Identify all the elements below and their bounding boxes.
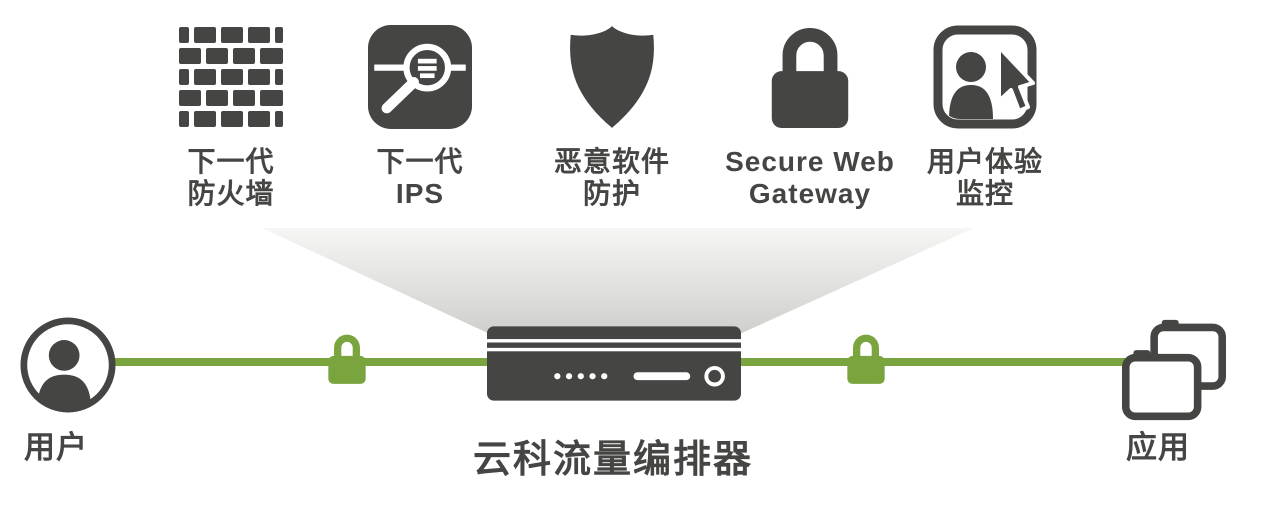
green-padlock-icon [324,330,370,386]
service-label: 恶意软件 防护 [554,146,670,210]
service-label-line2: 防护 [582,177,641,209]
funnel-shape [262,228,974,334]
shield-icon [570,26,654,128]
service-label-line1: Secure Web [725,146,895,177]
service-label: 用户体验 监控 [927,146,1043,210]
network-appliance-icon [487,326,741,401]
service-label-line1: 恶意软件 [553,146,670,177]
user-circle-icon [20,317,116,413]
stacked-apps-icon [1122,318,1226,422]
device-label: 云科流量编排器 [472,439,753,481]
user-label: 用户 [24,430,88,465]
inspection-magnifier-icon [368,16,472,138]
padlock-icon [771,28,849,128]
network-appliance-icon [487,326,741,401]
service-label-line2: 防火墙 [187,177,275,209]
service-user-experience-monitoring: 用户体验 监控 [890,16,1080,210]
shield-icon [564,16,660,138]
firewall-bricks-icon [179,16,283,138]
user-experience-monitor-icon [933,16,1037,138]
service-label-line2: Gateway [748,177,872,209]
inspection-magnifier-icon [368,25,472,129]
service-secure-web-gateway: Secure Web Gateway [715,16,905,210]
service-next-gen-ips: 下一代 IPS [325,16,515,210]
green-padlock-icon [847,334,885,384]
user-circle-icon [20,317,116,413]
service-label: 下一代 IPS [376,146,463,210]
user-experience-monitor-icon [933,25,1037,129]
green-padlock-icon [328,334,366,384]
green-padlock-icon [843,330,889,386]
service-label-line1: 用户体验 [926,146,1043,177]
service-label: 下一代 防火墙 [187,146,274,210]
apps-label: 应用 [1126,430,1190,465]
service-label-line1: 下一代 [376,146,464,177]
service-label-line2: 监控 [955,177,1014,209]
service-label-line2: IPS [395,177,445,209]
service-malware-protection: 恶意软件 防护 [517,16,707,210]
service-next-gen-firewall: 下一代 防火墙 [136,16,326,210]
stacked-apps-icon [1122,319,1226,421]
padlock-icon [761,16,859,138]
firewall-bricks-icon [179,27,283,127]
service-label: Secure Web Gateway [725,146,895,210]
service-label-line1: 下一代 [187,146,275,177]
